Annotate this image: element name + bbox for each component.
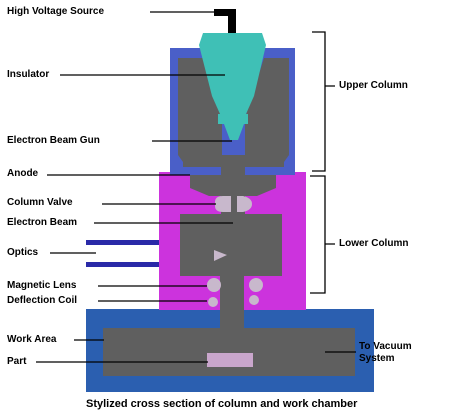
column-valve-right — [237, 196, 252, 212]
gun-tip-cone — [224, 124, 244, 140]
diagram-caption: Stylized cross section of column and wor… — [86, 398, 358, 410]
label-deflection-coil: Deflection Coil — [7, 295, 78, 306]
insulator — [199, 33, 266, 114]
optics-port-upper — [86, 240, 178, 245]
column-valve-left — [215, 196, 231, 212]
label-upper-column: Upper Column — [339, 80, 408, 91]
column-shaft-lower — [220, 270, 244, 333]
label-magnetic-lens: Magnetic Lens — [7, 280, 77, 291]
label-electron-beam-gun: Electron Beam Gun — [7, 135, 100, 146]
upper-column-bracket — [312, 31, 335, 172]
label-work-area: Work Area — [7, 334, 57, 345]
electron-beam-triangle — [214, 250, 227, 261]
label-column-valve: Column Valve — [7, 197, 73, 208]
lower-column-bracket — [310, 175, 335, 294]
magnetic-lens-left — [207, 278, 221, 292]
label-high-voltage-source: High Voltage Source — [7, 6, 105, 17]
optics-block — [180, 214, 282, 276]
label-optics: Optics — [7, 247, 39, 258]
deflection-coil-right — [249, 295, 259, 305]
optics-port-lower — [86, 262, 178, 267]
magnetic-lens-right — [249, 278, 263, 292]
label-lower-column: Lower Column — [339, 238, 409, 249]
high-voltage-connector-horizontal — [214, 9, 236, 16]
gun-tip-ring — [218, 114, 248, 124]
label-to-vacuum-system: To Vacuum System — [359, 341, 412, 364]
deflection-coil-left — [208, 297, 218, 307]
part-block — [207, 353, 253, 367]
work-area-chamber — [103, 328, 355, 376]
label-electron-beam: Electron Beam — [7, 217, 78, 228]
high-voltage-connector-vertical — [228, 9, 236, 34]
label-part: Part — [7, 356, 27, 367]
label-anode: Anode — [7, 168, 39, 179]
label-insulator: Insulator — [7, 69, 50, 80]
